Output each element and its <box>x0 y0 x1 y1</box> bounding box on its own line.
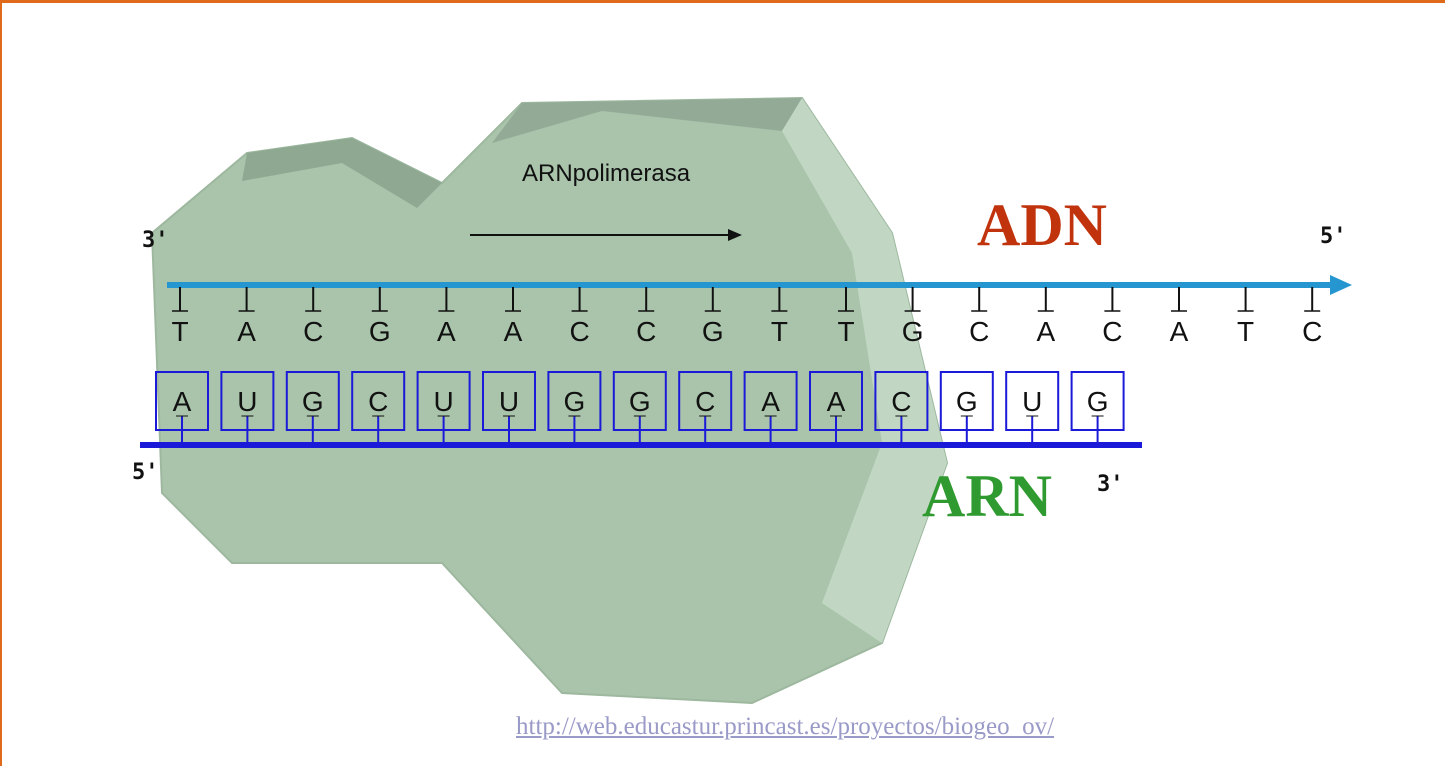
rna-base-letter: C <box>891 386 911 417</box>
rna-base: G <box>285 371 340 443</box>
rna-base-letter: G <box>1087 386 1109 417</box>
rna-base-letter: U <box>499 386 519 417</box>
dna-base-letter: C <box>636 316 656 347</box>
rna-base: G <box>547 371 602 443</box>
rna-base-letter: C <box>368 386 388 417</box>
dna-base: G <box>369 287 391 347</box>
dna-base-letter: C <box>303 316 323 347</box>
dna-base: A <box>437 287 456 347</box>
rna-polymerase-shape <box>150 96 949 705</box>
dna-base-letter: C <box>569 316 589 347</box>
dna-base-letter: C <box>969 316 989 347</box>
dna-label: ADN <box>977 192 1107 258</box>
rna-base-letter: G <box>629 386 651 417</box>
rna-base: A <box>155 371 209 443</box>
dna-base: T <box>771 287 788 347</box>
rna-base-letter: U <box>433 386 453 417</box>
dna-base-letter: A <box>437 316 456 347</box>
dna-base: C <box>1302 287 1322 347</box>
dna-base-letter: G <box>369 316 391 347</box>
dna-base-letter: A <box>504 316 523 347</box>
dna-base: A <box>237 287 256 347</box>
dna-base: C <box>569 287 590 347</box>
direction-arrow <box>470 229 742 241</box>
dna-base-letter: T <box>771 316 788 347</box>
rna-base: A <box>809 371 863 443</box>
dna-base: T <box>837 287 855 347</box>
dna-base: G <box>702 287 724 347</box>
dna-base-letter: G <box>902 316 924 347</box>
dna-base-letter: G <box>702 316 724 347</box>
dna-end-right: 5' <box>1320 224 1347 249</box>
dna-end-left: 3' <box>142 228 169 253</box>
rna-end-left: 5' <box>132 460 159 485</box>
rna-base: U <box>1005 371 1060 443</box>
dna-base: A <box>504 287 523 347</box>
dna-base: C <box>303 287 323 347</box>
dna-base: T <box>171 287 189 347</box>
rna-base-letter: G <box>564 386 586 417</box>
dna-base: A <box>1036 287 1055 347</box>
dna-base-letter: A <box>237 316 256 347</box>
dna-base: T <box>1237 287 1254 347</box>
dna-base-letter: T <box>837 316 854 347</box>
rna-base: G <box>939 371 994 443</box>
dna-base-letter: T <box>171 316 188 347</box>
rna-base: C <box>874 371 929 443</box>
rna-base: U <box>220 371 275 443</box>
rna-base-letter: G <box>302 386 324 417</box>
dna-base: G <box>902 287 924 347</box>
rna-base: U <box>482 371 536 443</box>
rna-label: ARN <box>922 463 1052 529</box>
enzyme-label: ARNpolimerasa <box>522 160 691 187</box>
dna-base: A <box>1170 287 1189 347</box>
dna-base: C <box>1102 287 1123 347</box>
dna-base-letter: C <box>1102 316 1122 347</box>
source-link[interactable]: http://web.educastur.princast.es/proyect… <box>516 713 1055 740</box>
rna-base: C <box>351 371 406 443</box>
rna-base-letter: C <box>695 386 715 417</box>
rna-base-letter: G <box>956 386 978 417</box>
dna-base-letter: C <box>1302 316 1322 347</box>
rna-base-letter: A <box>173 386 192 417</box>
dna-base: C <box>969 287 989 347</box>
dna-strand <box>167 275 1352 295</box>
dna-base-letter: A <box>1170 316 1189 347</box>
rna-base-letter: A <box>761 386 780 417</box>
rna-base-letter: U <box>1022 386 1042 417</box>
transcription-diagram: ARNpolimerasa 3' 5' ADN T A C G A A C C G T T G C A C A… <box>132 96 1352 705</box>
rna-base: A <box>743 371 798 443</box>
rna-end-right: 3' <box>1097 472 1124 497</box>
rna-base: U <box>416 371 471 443</box>
rna-base: G <box>612 371 667 443</box>
dna-base: C <box>636 287 656 347</box>
rna-base-letter: U <box>237 386 257 417</box>
dna-base-letter: A <box>1036 316 1055 347</box>
dna-base-letter: T <box>1237 316 1254 347</box>
rna-base-letter: A <box>827 386 846 417</box>
rna-base: G <box>1070 371 1125 443</box>
rna-base: C <box>678 371 733 443</box>
